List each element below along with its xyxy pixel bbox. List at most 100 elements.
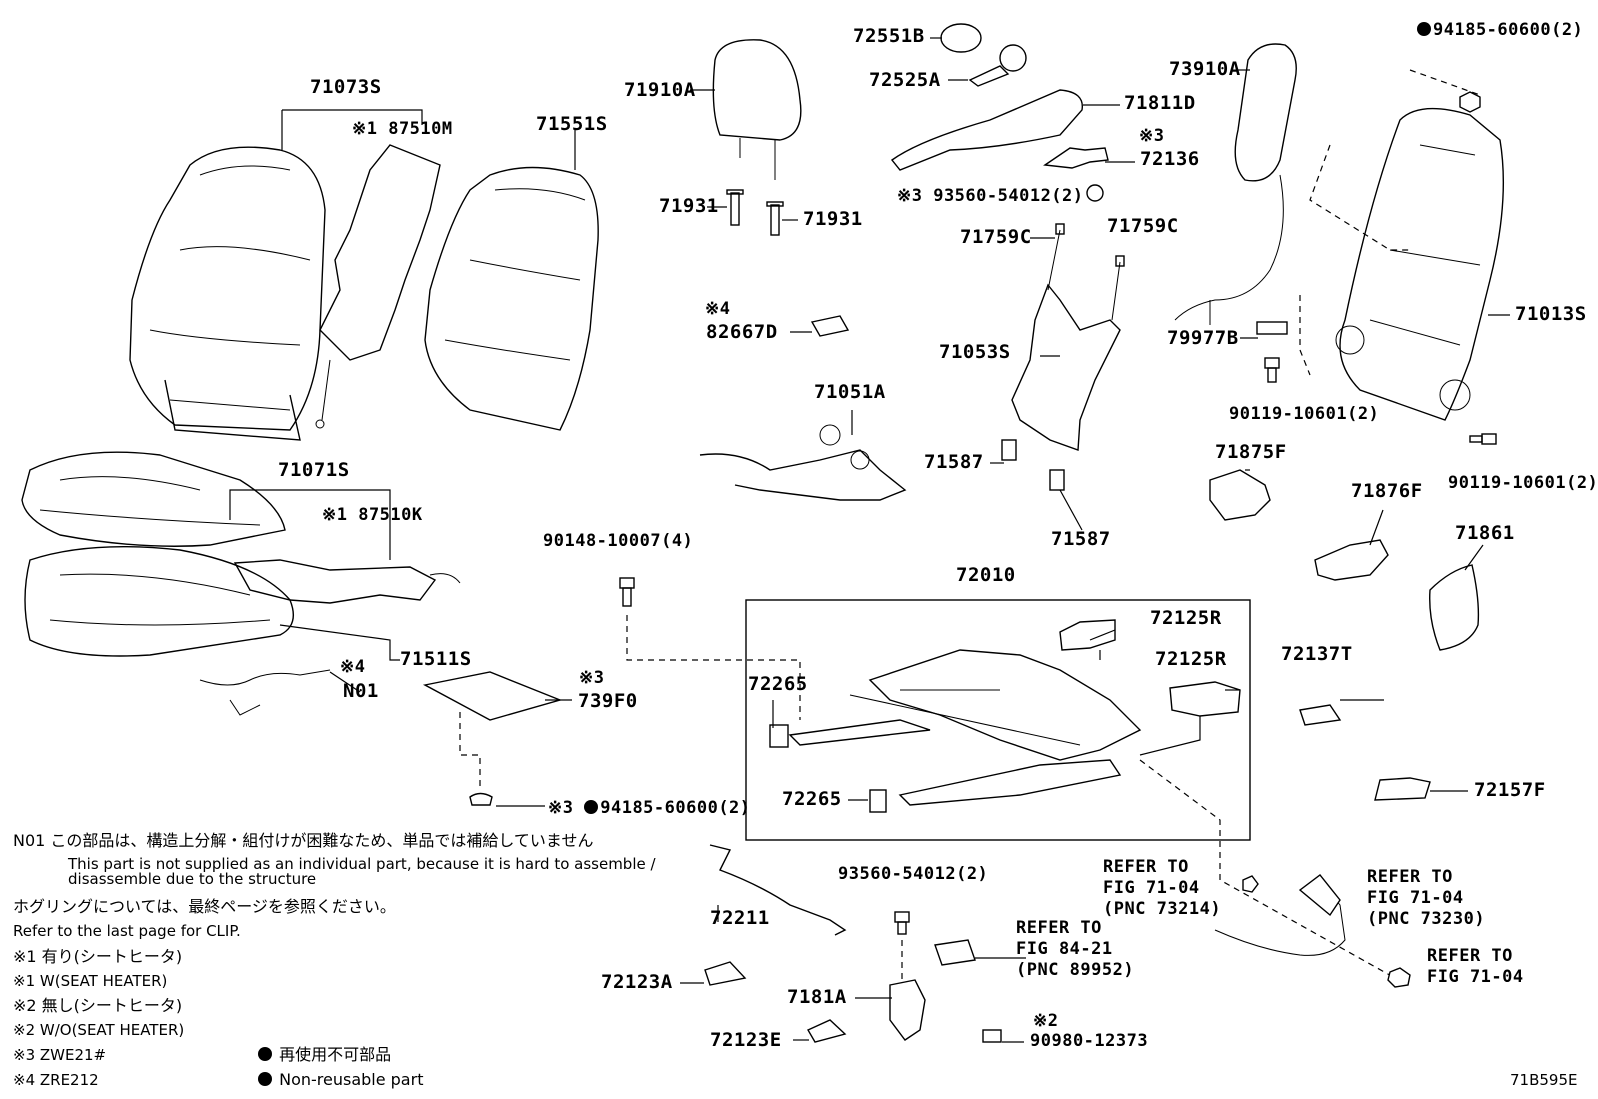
knob-72551b-drawing	[940, 23, 982, 53]
label-ref-89952-3: (PNC 89952)	[1016, 960, 1135, 980]
bolt-90119-drawing	[1264, 357, 1497, 445]
label-90980: 90980-12373	[1030, 1031, 1149, 1051]
label-ref-73214-2: FIG 71-04	[1103, 878, 1200, 898]
seatback-cover-drawing	[129, 146, 326, 441]
ref-nut-drawing	[1242, 875, 1259, 893]
bracket-72136-drawing	[1043, 147, 1109, 169]
rod-72211-drawing	[709, 844, 847, 936]
screw-93560-bottom-drawing	[894, 911, 910, 985]
nut-94185-top-drawing	[1459, 91, 1481, 113]
lever-72525a-drawing	[968, 44, 1027, 87]
clip-71587-a-drawing	[1001, 439, 1017, 461]
seatback-heater-drawing	[315, 144, 441, 429]
label-71910a: 71910A	[624, 79, 696, 101]
label-79977b-drawing	[1256, 321, 1288, 335]
label-72265-b: 72265	[782, 788, 842, 810]
airbag-73910a-drawing	[1174, 43, 1297, 325]
label-72010: 72010	[956, 564, 1016, 586]
label-ref-73230-3: (PNC 73230)	[1367, 909, 1486, 929]
clip-72265-a-drawing	[769, 724, 789, 748]
bracket-72125r-a-drawing	[1059, 619, 1116, 651]
recliner-7181a-drawing	[889, 979, 926, 1041]
label-71587-a: 71587	[924, 451, 984, 473]
label-93560-bottom: 93560-54012(2)	[838, 864, 989, 884]
frame-71013s-drawing	[1335, 107, 1505, 421]
adjuster-72010-drawing	[788, 649, 1142, 806]
label-90980-note: ※2	[1033, 1011, 1059, 1031]
leader-lines	[229, 37, 1510, 1043]
label-94185-bottom-text: 94185-60600(2)	[600, 798, 751, 818]
cover-71876f-drawing	[1314, 539, 1389, 581]
label-ref-73214-3: (PNC 73214)	[1103, 899, 1222, 919]
label-ref-7104-1: REFER TO	[1427, 946, 1513, 966]
shield-71811d-drawing	[890, 89, 1084, 171]
label-71876f: 71876F	[1351, 480, 1423, 502]
label-71013s: 71013S	[1515, 303, 1587, 325]
label-72136: 72136	[1140, 148, 1200, 170]
ref-nut2-drawing	[1387, 967, 1411, 988]
label-72125r-a: 72125R	[1150, 607, 1222, 629]
lumbar-71053s-drawing	[1011, 223, 1125, 451]
note-n01-en-1: This part is not supplied as an individu…	[68, 855, 656, 873]
guide-71931-drawing	[726, 189, 784, 236]
diagram-code: 71B595E	[1510, 1071, 1578, 1089]
label-n01-note: ※4	[340, 657, 366, 677]
label-90119-a: 90119-10601(2)	[1229, 404, 1380, 424]
bracket-72125r-lead	[1099, 650, 1201, 756]
note-n01-jp: N01 この部品は、構造上分解・組付けが困難なため、単品では補給していません	[13, 831, 594, 850]
label-71811d: 71811D	[1124, 92, 1196, 114]
label-739f0-note: ※3	[579, 668, 605, 688]
note-key3: ※3 ZWE21#	[13, 1046, 107, 1064]
label-71587-b: 71587	[1051, 528, 1111, 550]
label-ref-73230-1: REFER TO	[1367, 867, 1453, 887]
clip-71587-b-drawing	[1049, 469, 1065, 491]
label-71051a: 71051A	[814, 381, 886, 403]
label-90148: 90148-10007(4)	[543, 531, 694, 551]
note-key1-en: ※1 W(SEAT HEATER)	[13, 972, 168, 990]
legend-jp: 再使用不可部品	[258, 1047, 391, 1063]
label-94185-top-text: 94185-60600(2)	[1433, 20, 1584, 40]
label-71931-a: 71931	[659, 195, 719, 217]
note-n01-en-2: disassemble due to the structure	[68, 870, 317, 888]
ecu-89952-drawing	[934, 939, 976, 966]
cover-72157f-drawing	[1374, 777, 1431, 801]
bracket-72125r-b-drawing	[1169, 681, 1241, 717]
label-72137t: 72137T	[1281, 643, 1353, 665]
part-82667d-drawing	[810, 315, 850, 337]
label-71551s: 71551S	[536, 113, 608, 135]
n01-harness-drawing	[199, 669, 331, 716]
non-reusable-marker-icon	[258, 1047, 272, 1061]
non-reusable-marker-icon	[584, 800, 599, 814]
note-clip-en: Refer to the last page for CLIP.	[13, 922, 241, 940]
cushion-cover-drawing	[21, 451, 286, 547]
note-key2-jp: ※2 無し(シートヒータ)	[13, 996, 183, 1015]
label-82667d-note: ※4	[705, 299, 731, 319]
label-93560-top: ※3 93560-54012(2)	[897, 186, 1084, 206]
label-71511s: 71511S	[400, 648, 472, 670]
label-94185-bottom: ※3 94185-60600(2)	[548, 800, 751, 817]
label-ref-89952-2: FIG 84-21	[1016, 939, 1113, 959]
cover-72137t-drawing	[1299, 704, 1342, 726]
label-72123e: 72123E	[710, 1029, 782, 1051]
label-72136-note: ※3	[1139, 126, 1165, 146]
ref-dash-lines	[1139, 759, 1396, 979]
label-ref-89952-1: REFER TO	[1016, 918, 1102, 938]
label-72125r-b: 72125R	[1155, 648, 1227, 670]
non-reusable-marker-icon	[1417, 22, 1431, 36]
label-n01: N01	[343, 680, 379, 702]
label-72157f: 72157F	[1474, 779, 1546, 801]
note-key1-jp: ※1 有り(シートヒータ)	[13, 947, 183, 966]
cover-72123e-drawing	[807, 1019, 847, 1043]
note-clip-jp: ホグリングについては、最終ページを参照ください。	[13, 897, 396, 916]
label-82667d: 82667D	[706, 321, 778, 343]
label-71071s: 71071S	[278, 459, 350, 481]
screw-93560-top-drawing	[1086, 184, 1104, 202]
label-71053s: 71053S	[939, 341, 1011, 363]
label-72525a: 72525A	[869, 69, 941, 91]
label-87510m: ※1 87510M	[352, 119, 453, 139]
cover-71875f-drawing	[1209, 469, 1271, 521]
headrest-drawing	[712, 39, 802, 180]
label-73910a: 73910A	[1169, 58, 1241, 80]
label-ref-7104-2: FIG 71-04	[1427, 967, 1524, 987]
label-71759c-b: 71759C	[1107, 215, 1179, 237]
